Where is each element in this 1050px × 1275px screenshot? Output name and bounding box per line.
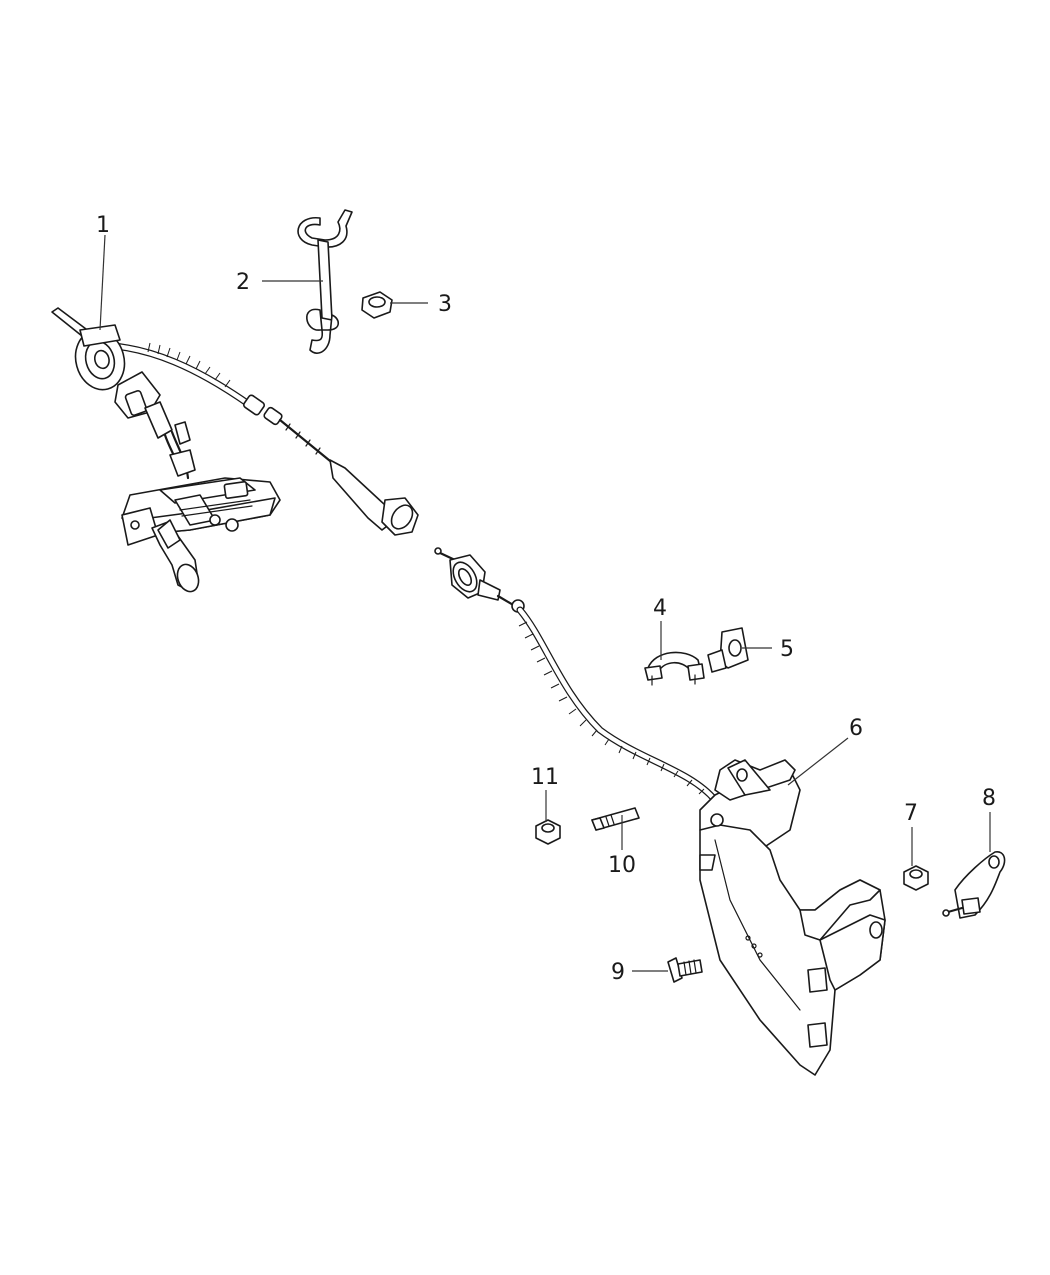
callout-6: 6 bbox=[849, 716, 863, 741]
callout-2: 2 bbox=[236, 270, 250, 295]
part-1-shifter-cable-assembly bbox=[51, 307, 419, 593]
callout-9: 9 bbox=[611, 960, 625, 985]
part-9-bolt bbox=[667, 957, 703, 983]
part-5-bracket-tab bbox=[707, 627, 749, 673]
part-10-stud bbox=[591, 807, 640, 831]
part-2-retaining-clip bbox=[297, 209, 353, 354]
part-3-push-nut bbox=[361, 291, 393, 319]
part-11-nut bbox=[535, 819, 561, 845]
part-6-cable-bracket bbox=[699, 759, 886, 1076]
cable-ribs-upper bbox=[147, 342, 231, 388]
leader-1 bbox=[99, 234, 106, 331]
part-6-cable-lower-section bbox=[434, 547, 719, 804]
callout-4: 4 bbox=[653, 596, 667, 621]
leader-lines bbox=[99, 234, 991, 972]
callout-8: 8 bbox=[982, 786, 996, 811]
callout-3: 3 bbox=[438, 292, 452, 317]
part-8-bracket bbox=[942, 851, 1006, 919]
callout-1: 1 bbox=[96, 213, 110, 238]
part-4-cable-clip bbox=[644, 651, 705, 686]
callout-7: 7 bbox=[904, 801, 918, 826]
leader-6 bbox=[787, 737, 849, 786]
callout-labels: 1 2 3 4 5 6 7 8 9 10 11 bbox=[96, 213, 996, 985]
callout-11: 11 bbox=[531, 765, 559, 790]
callout-10: 10 bbox=[608, 853, 636, 878]
callout-5: 5 bbox=[780, 637, 794, 662]
part-7-nut bbox=[903, 865, 929, 891]
cable-ribs-lower bbox=[518, 621, 705, 795]
